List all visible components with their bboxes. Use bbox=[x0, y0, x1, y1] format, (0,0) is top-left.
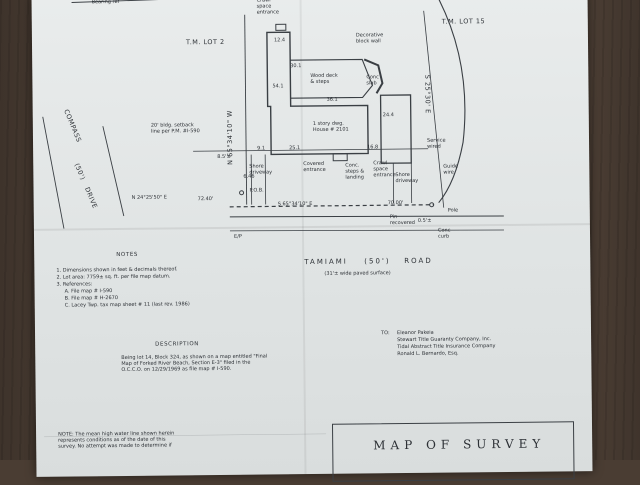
title-box: MAP OF SURVEY bbox=[331, 421, 575, 482]
setback-note: 20' bldg. setback line per P.M. #I-590 bbox=[150, 122, 200, 135]
dimension-9-1: 9.1 bbox=[257, 145, 266, 152]
bearing-south-label: N 24°25'50" E bbox=[131, 194, 167, 201]
tamiami-road-label: ROAD bbox=[404, 256, 433, 266]
pin-marker bbox=[429, 202, 435, 208]
pob-label: P.O.B. bbox=[249, 187, 264, 194]
top-boundary-line bbox=[71, 0, 242, 3]
front-lot-line bbox=[229, 204, 434, 208]
diagonal-bearing-line bbox=[423, 10, 445, 208]
edge-of-pavement-label: E/P bbox=[233, 233, 242, 240]
bearing-east-label: S 25°30' E bbox=[423, 74, 432, 114]
house-right-wing bbox=[379, 94, 412, 164]
curved-boundary bbox=[436, 0, 466, 204]
dimension-0-5: 0.5'± bbox=[417, 217, 432, 224]
left-driveway bbox=[250, 154, 267, 205]
guide-wire-label: Guide wire bbox=[443, 163, 459, 176]
paved-surface-label: (31'± wide paved surface) bbox=[324, 270, 391, 277]
high-water-note: NOTE: The mean high water line shown her… bbox=[58, 430, 175, 450]
compass-drive-edge-inner bbox=[42, 116, 65, 229]
description-text: Being lot 14, Block 324, as shown on a m… bbox=[121, 353, 268, 373]
site-plan-drawing bbox=[42, 0, 504, 438]
pob-marker bbox=[239, 190, 245, 196]
right-driveway bbox=[392, 162, 413, 204]
concrete-curb-label: Conc curb bbox=[437, 227, 451, 240]
dimension-54-1: 54.1 bbox=[272, 83, 284, 90]
tamiami-road-edge-south bbox=[229, 229, 504, 232]
dimension-25-1: 25.1 bbox=[289, 145, 301, 152]
setback-line bbox=[193, 148, 429, 152]
decorative-block-wall bbox=[363, 58, 384, 94]
house-description: 1 story dwg. House # 2101 bbox=[312, 120, 349, 133]
bearing-bottom-label: S 65°34'10" E bbox=[277, 200, 313, 208]
dimension-72-40: 72.40' bbox=[197, 196, 214, 203]
lot-label-right: T.M. LOT 15 bbox=[441, 17, 486, 26]
dimension-12-4: 12.4 bbox=[273, 37, 286, 44]
dimension-36-1: 36.1 bbox=[326, 96, 338, 103]
shore-driveway-right-label: Shore driveway bbox=[395, 171, 419, 184]
survey-map-sheet: Crawl space entrance Bearing ref T.M. LO… bbox=[31, 0, 593, 482]
pin-recovered-label: Pin recovered bbox=[389, 214, 415, 226]
dimension-16-8: 16.8 bbox=[367, 144, 379, 151]
pole-label: Pole bbox=[447, 207, 459, 214]
notes-heading: NOTES bbox=[116, 251, 139, 259]
crawl-space-box bbox=[275, 23, 287, 31]
concrete-steps-label: Conc. steps & landing bbox=[345, 162, 365, 181]
dimension-8-5: 8.5'± bbox=[217, 153, 231, 160]
compass-drive-edge-outer bbox=[102, 126, 125, 217]
decorative-block-wall-label: Decorative block wall bbox=[355, 32, 384, 45]
dimension-70-00: 70.00' bbox=[387, 200, 404, 207]
dimension-6-46: 6.46 bbox=[243, 173, 255, 180]
concrete-steps bbox=[332, 153, 348, 162]
concrete-slab-label: Conc slab bbox=[366, 74, 379, 87]
tamiami-label: TAMIAMI bbox=[304, 257, 348, 267]
hydro-line bbox=[44, 433, 327, 438]
crawl-space-entrance-label-mid: Crawl space entrance bbox=[373, 160, 396, 178]
covered-entrance-label: Covered entrance bbox=[303, 160, 326, 173]
crawl-space-entrance-label-top: Crawl space entrance bbox=[256, 0, 280, 16]
wood-deck-label: Wood deck & steps bbox=[310, 72, 338, 85]
dimension-24-4: 24.4 bbox=[382, 112, 394, 119]
left-lot-line bbox=[244, 14, 248, 205]
dimension-30-1: 30.1 bbox=[290, 63, 302, 70]
map-title: MAP OF SURVEY bbox=[373, 436, 546, 453]
tamiami-width-label: (50') bbox=[364, 257, 391, 266]
recipients-to-label: TO: bbox=[381, 330, 390, 337]
description-heading: DESCRIPTION bbox=[155, 341, 200, 348]
service-wired-label: Service wired bbox=[426, 137, 446, 150]
recipient-4: Ronald L. Bernardo, Esq. bbox=[397, 350, 459, 358]
lot-label-top: T.M. LOT 2 bbox=[185, 37, 225, 47]
house-outline bbox=[266, 31, 369, 156]
tamiami-road-edge-north bbox=[229, 215, 504, 218]
notes-item-2: 2. Lot area: 7759± sq. ft. per file map … bbox=[56, 273, 171, 281]
wood-deck bbox=[290, 58, 374, 99]
bearing-reference-label: Bearing ref bbox=[91, 0, 120, 6]
